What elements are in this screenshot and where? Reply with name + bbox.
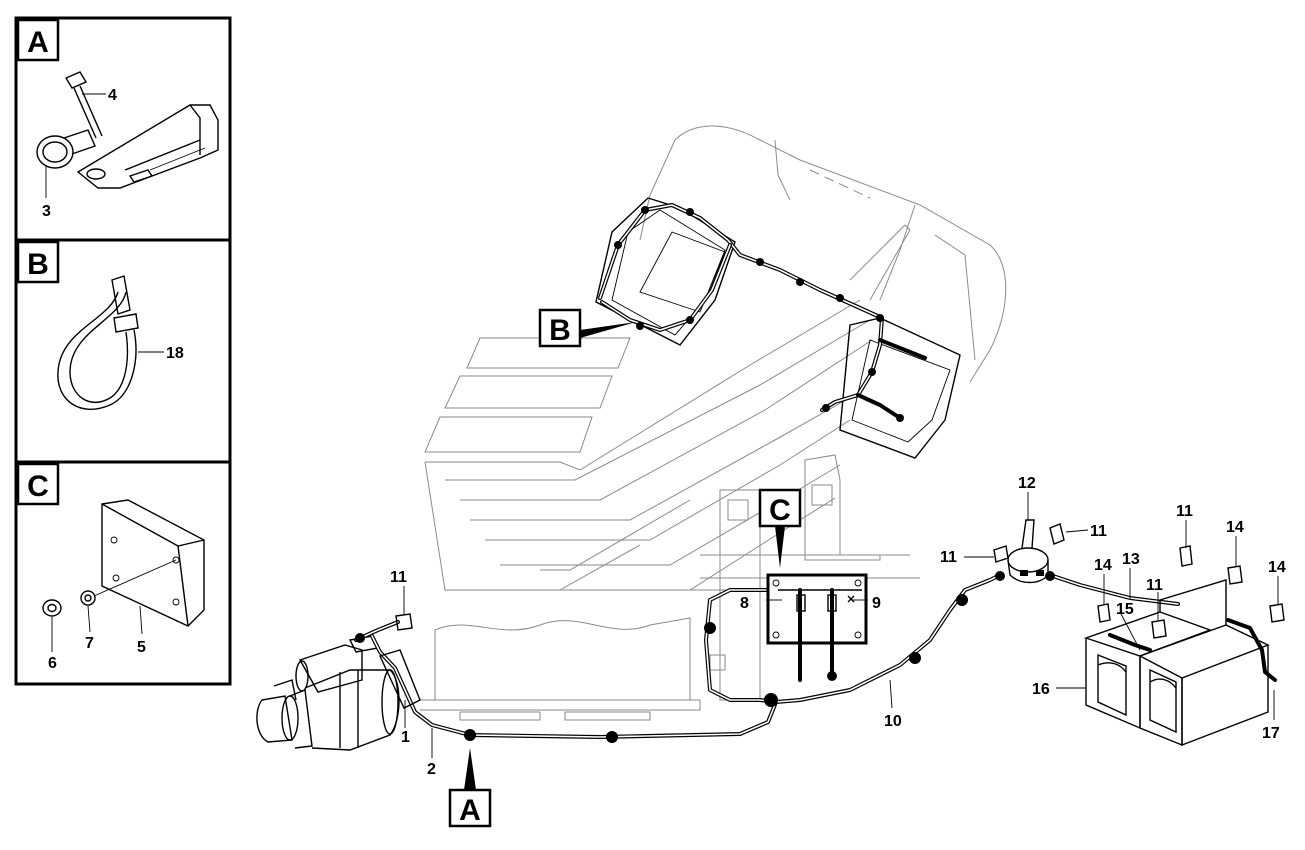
view-label-b-letter: B xyxy=(549,314,571,347)
callout-15: 15 xyxy=(1116,601,1134,618)
relay-plate xyxy=(766,573,868,682)
callout-9: 9 xyxy=(872,595,881,612)
callout-11-battery-top: 11 xyxy=(1176,503,1193,520)
callout-11-battery-mid: 11 xyxy=(1146,577,1163,594)
view-label-c: C xyxy=(758,488,802,568)
callout-8: 8 xyxy=(740,595,749,612)
main-harness xyxy=(354,571,1277,743)
panel-a-callout-4: 4 xyxy=(108,87,117,104)
callout-11-starter: 11 xyxy=(390,569,407,586)
detail-panel-c: C 6 7 5 xyxy=(14,460,232,686)
callout-1: 1 xyxy=(401,729,410,746)
panel-a-letter: A xyxy=(27,26,49,59)
callout-12: 12 xyxy=(1018,475,1036,492)
panel-b-letter: B xyxy=(27,248,49,281)
callout-14-right: 14 xyxy=(1268,559,1286,576)
batteries xyxy=(1083,579,1270,747)
detail-panel-b: B 18 xyxy=(14,238,232,464)
callout-labels: 1 2 8 9 10 11 11 11 11 11 12 13 14 14 14… xyxy=(390,475,1286,778)
detail-panel-a: A 4 3 xyxy=(14,16,232,242)
panel-c-callout-6: 6 xyxy=(48,655,57,672)
view-label-b: B xyxy=(538,308,636,348)
battery-switch xyxy=(1007,519,1049,584)
view-label-a: A xyxy=(448,748,492,828)
callout-2: 2 xyxy=(427,761,436,778)
panel-a-callout-3: 3 xyxy=(42,203,51,220)
view-label-c-letter: C xyxy=(769,494,791,527)
panel-c-letter: C xyxy=(27,470,49,503)
callout-10: 10 xyxy=(884,713,902,730)
callout-17: 17 xyxy=(1262,725,1280,742)
panel-b-callout-18: 18 xyxy=(166,345,184,362)
vehicle-outline xyxy=(420,125,1007,721)
callout-16: 16 xyxy=(1032,681,1050,698)
callout-13: 13 xyxy=(1122,551,1140,568)
panel-c-callout-5: 5 xyxy=(137,639,146,656)
view-label-a-letter: A xyxy=(459,794,481,827)
callout-14-left: 14 xyxy=(1094,557,1112,574)
callout-11-switch-left: 11 xyxy=(940,549,957,566)
starter-motor xyxy=(256,635,400,751)
panel-c-callout-7: 7 xyxy=(85,635,94,652)
callout-14-mid: 14 xyxy=(1226,519,1244,536)
terminal-covers xyxy=(395,523,1285,639)
callout-leaders xyxy=(403,492,1279,758)
cab-floor-harness xyxy=(595,197,961,459)
callout-11-switch-right: 11 xyxy=(1090,523,1107,540)
